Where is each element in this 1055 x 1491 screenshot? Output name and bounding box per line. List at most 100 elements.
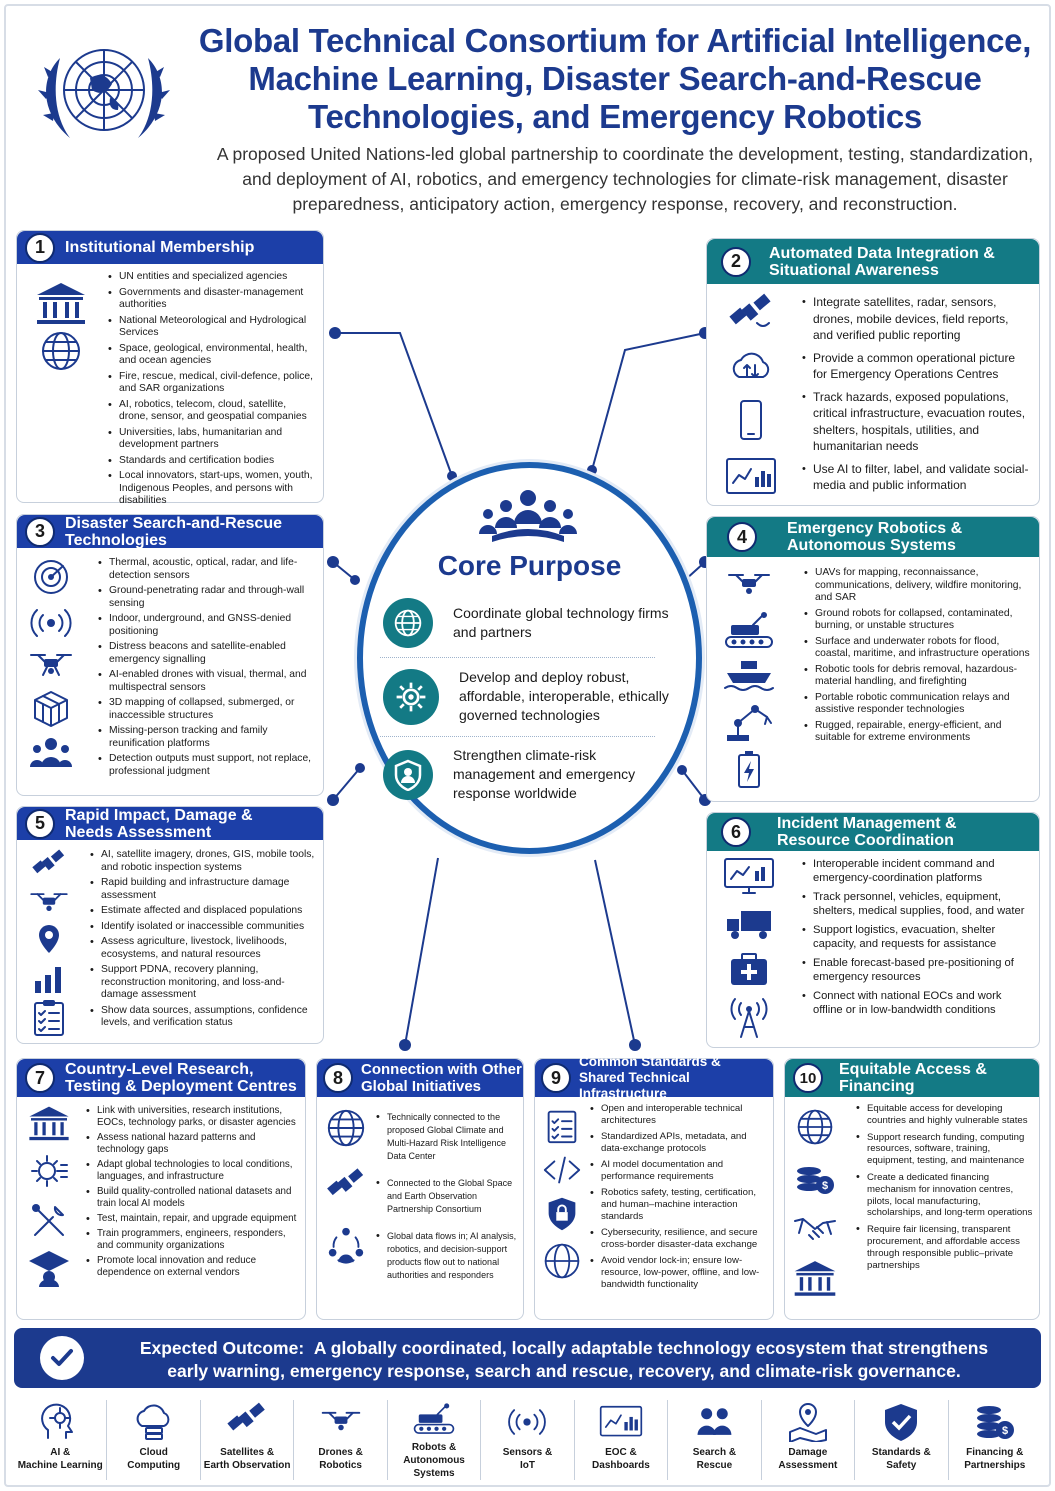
footer-label: Robots &Autonomous Systems: [403, 1442, 465, 1479]
panel-item-list: Integrate satellites, radar, sensors, dr…: [801, 294, 1029, 500]
panel-item-list: Thermal, acoustic, optical, radar, and l…: [97, 557, 317, 781]
ground-robot-icon: [725, 612, 773, 648]
list-item: 3D mapping of collapsed, submerged, or i…: [97, 697, 317, 722]
check-circle-icon: [40, 1336, 84, 1380]
list-item: Ground-penetrating radar and through-wal…: [97, 585, 317, 610]
expected-outcome-text: Expected Outcome: A globally coordinated…: [104, 1337, 1024, 1383]
list-item: Global data flows in; AI analysis, robot…: [375, 1230, 520, 1282]
panel-title-line-2: Shared Technical Infrastructure: [579, 1070, 690, 1101]
shield-person-icon: [383, 749, 433, 800]
code-icon: [543, 1156, 581, 1184]
footer-item-standards: Standards &Safety: [855, 1400, 949, 1480]
panel-title: Equitable Access & Financing: [839, 1061, 987, 1095]
page-frame: [4, 4, 1051, 1487]
panel-common-standards: 9 Common Standards & Shared Technical In…: [534, 1054, 774, 1320]
panel-icons: [723, 857, 775, 1039]
list-item: Space, geological, environmental, health…: [107, 343, 317, 368]
satellite-icon: [32, 849, 65, 874]
panel-title-line-2: Technologies: [65, 531, 167, 549]
core-purpose-title: Core Purpose: [437, 550, 622, 581]
list-item: Connected to the Global Space and Earth …: [375, 1177, 520, 1216]
cloud-sync-icon: [732, 352, 770, 378]
footer-item-satellites: Satellites &Earth Observation: [201, 1400, 295, 1480]
gear-chip-icon: [31, 1155, 68, 1187]
checklist-icon: [34, 1000, 64, 1036]
footer-item-ai: AI &Machine Learning: [14, 1400, 108, 1480]
list-item: Estimate affected and displaced populati…: [89, 905, 317, 918]
globe-icon: [544, 1243, 580, 1279]
panel-data-integration: 2 Automated Data Integration & Situation…: [706, 238, 1040, 506]
signal-icon: [30, 609, 72, 637]
drone-icon: [728, 574, 770, 594]
list-item: AI, satellite imagery, drones, GIS, mobi…: [89, 849, 317, 874]
panel-title: Incident Management & Resource Coordinat…: [777, 815, 957, 849]
panel-item-list: AI, satellite imagery, drones, GIS, mobi…: [89, 849, 317, 1033]
panel-number-badge: 4: [727, 522, 757, 552]
panel-emergency-robotics: 4 Emergency Robotics & Autonomous System…: [706, 516, 1040, 802]
list-item: Promote local innovation and reduce depe…: [85, 1255, 299, 1279]
satellite-icon: [327, 1168, 364, 1196]
list-item: Rapid building and infrastructure damage…: [89, 877, 317, 902]
ai-head-icon: [41, 1403, 74, 1439]
footer-item-sensors: Sensors &IoT: [481, 1400, 575, 1480]
list-item: Robotic tools for debris removal, hazard…: [803, 664, 1033, 689]
monitor-icon: [724, 858, 774, 894]
panel-institutional-membership: 1 Institutional Membership UN entities a…: [16, 230, 324, 506]
footer-label: Search &Rescue: [692, 1447, 737, 1471]
handshake-icon: [794, 1218, 836, 1240]
panel-icons: [725, 293, 777, 499]
people-icon: [30, 738, 72, 767]
list-item: Train programmers, engineers, responders…: [85, 1228, 299, 1252]
panel-item-list: Technically connected to the proposed Gl…: [375, 1111, 520, 1288]
graduation-icon: [29, 1251, 69, 1287]
team-icon: [479, 490, 577, 542]
bar-chart-icon: [35, 967, 61, 993]
core-item: Strengthen climate-risk management and e…: [383, 746, 673, 803]
list-item: Cybersecurity, resilience, and secure cr…: [589, 1227, 769, 1251]
list-item: UN entities and specialized agencies: [107, 271, 317, 284]
list-item: Support PDNA, recovery planning, reconst…: [89, 964, 317, 1002]
list-item: Avoid vendor lock-in; ensure low-resourc…: [589, 1255, 769, 1291]
panel-title-line-1: Rapid Impact, Damage &: [65, 806, 253, 824]
globe-icon: [42, 332, 80, 370]
list-item: Ground robots for collapsed, contaminate…: [803, 608, 1033, 633]
panel-header: 5 Rapid Impact, Damage & Needs Assessmen…: [17, 806, 323, 841]
footer-item-robots: Robots &Autonomous Systems: [388, 1400, 482, 1480]
svg-text:$: $: [822, 1180, 828, 1192]
globe-icon: [327, 1109, 365, 1147]
title-line-3: Technologies, and Emergency Robotics: [308, 98, 922, 135]
list-item: Surface and underwater robots for flood,…: [803, 636, 1033, 661]
globe-icon: [797, 1109, 833, 1145]
expected-outcome-banner: Expected Outcome: A globally coordinated…: [14, 1328, 1041, 1388]
shield-check-icon: [885, 1404, 918, 1441]
cycle-people-icon: [328, 1227, 364, 1264]
people-icon: [697, 1408, 732, 1435]
panel-number-badge: 2: [721, 246, 751, 277]
panel-header: 3 Disaster Search-and-Rescue Technologie…: [17, 515, 323, 549]
panel-header: 1 Institutional Membership: [17, 231, 323, 264]
panel-icons: $: [793, 1107, 837, 1297]
panel-title-line-2: Needs Assessment: [65, 823, 212, 841]
panel-title-line-2: Financing: [839, 1078, 915, 1095]
footer-item-drones: Drones &Robotics: [294, 1400, 388, 1480]
outcome-label: Expected Outcome:: [139, 1338, 305, 1358]
panel-incident-management: 6 Incident Management & Resource Coordin…: [706, 812, 1040, 1048]
core-item-text: Strengthen climate-risk management and e…: [453, 747, 636, 801]
panel-header: 9 Common Standards & Shared Technical In…: [535, 1054, 773, 1101]
panel-number-badge: 3: [25, 516, 55, 547]
list-item: AI-enabled drones with visual, thermal, …: [97, 669, 317, 694]
list-item: Require fair licensing, transparent proc…: [855, 1224, 1035, 1271]
panel-title: Common Standards & Shared Technical Infr…: [579, 1054, 773, 1102]
title-line-2: Machine Learning, Disaster Search-and-Re…: [248, 60, 982, 97]
footer-label: AI &Machine Learning: [17, 1447, 103, 1471]
list-item: Adapt global technologies to local condi…: [85, 1159, 299, 1183]
panel-icons: [35, 281, 87, 373]
list-item: UAVs for mapping, reconnaissance, commun…: [803, 567, 1033, 605]
footer-item-financing: $ Financing &Partnerships: [949, 1400, 1041, 1480]
divider: [380, 657, 655, 658]
panel-item-list: UAVs for mapping, reconnaissance, commun…: [803, 567, 1033, 748]
list-item: Local innovators, start-ups, women, yout…: [107, 470, 317, 508]
